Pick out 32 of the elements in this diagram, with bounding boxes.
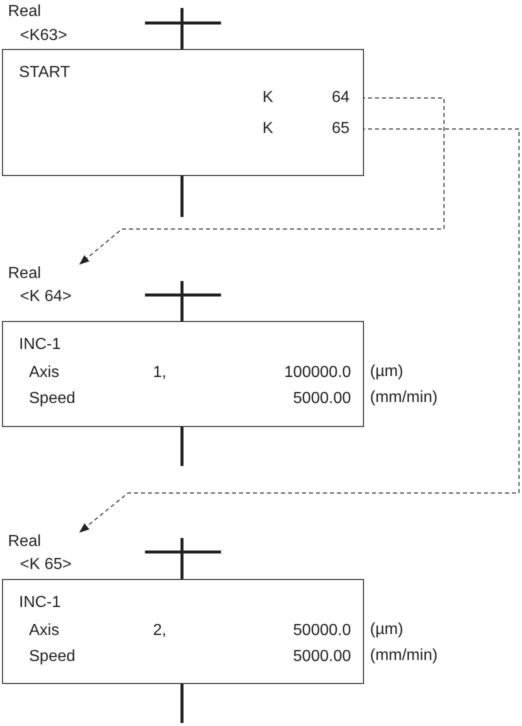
unit-text: (µm) [370, 621, 404, 639]
parameter-value: 1, [153, 364, 166, 382]
parameter-name: 100000.0 [284, 364, 351, 382]
parameter-value: Speed [29, 648, 76, 666]
parameter-value: 2, [153, 622, 166, 640]
unit-text: (µm) [370, 363, 404, 381]
step-label: <K 64> [20, 288, 72, 306]
parameter-name: Axis [29, 364, 60, 382]
device-value: K [262, 120, 274, 138]
step-title: START [19, 64, 70, 82]
step-label: Real [8, 3, 41, 21]
step-label: <K63> [20, 27, 68, 45]
parameter-name: 5000.00 [293, 648, 351, 666]
step-box [2, 321, 364, 427]
step-label: <K 65> [20, 556, 72, 574]
device-value: 64 [332, 88, 350, 106]
device-value: 65 [332, 120, 350, 138]
dashed-arrow [79, 128, 520, 533]
parameter-name: Axis [29, 622, 60, 640]
step-label: Real [8, 265, 41, 283]
unit-text: (mm/min) [370, 389, 438, 407]
step-box [2, 579, 364, 684]
step-box [2, 49, 364, 176]
step-title: INC-1 [19, 336, 61, 354]
parameter-value: Speed [29, 390, 76, 408]
device-value: K [262, 88, 274, 106]
dashed-arrow [79, 98, 444, 265]
step-label: Real [8, 533, 41, 551]
step-title: INC-1 [19, 594, 61, 612]
parameter-name: 5000.00 [293, 390, 351, 408]
parameter-name: 50000.0 [293, 622, 351, 640]
unit-text: (mm/min) [370, 647, 438, 665]
